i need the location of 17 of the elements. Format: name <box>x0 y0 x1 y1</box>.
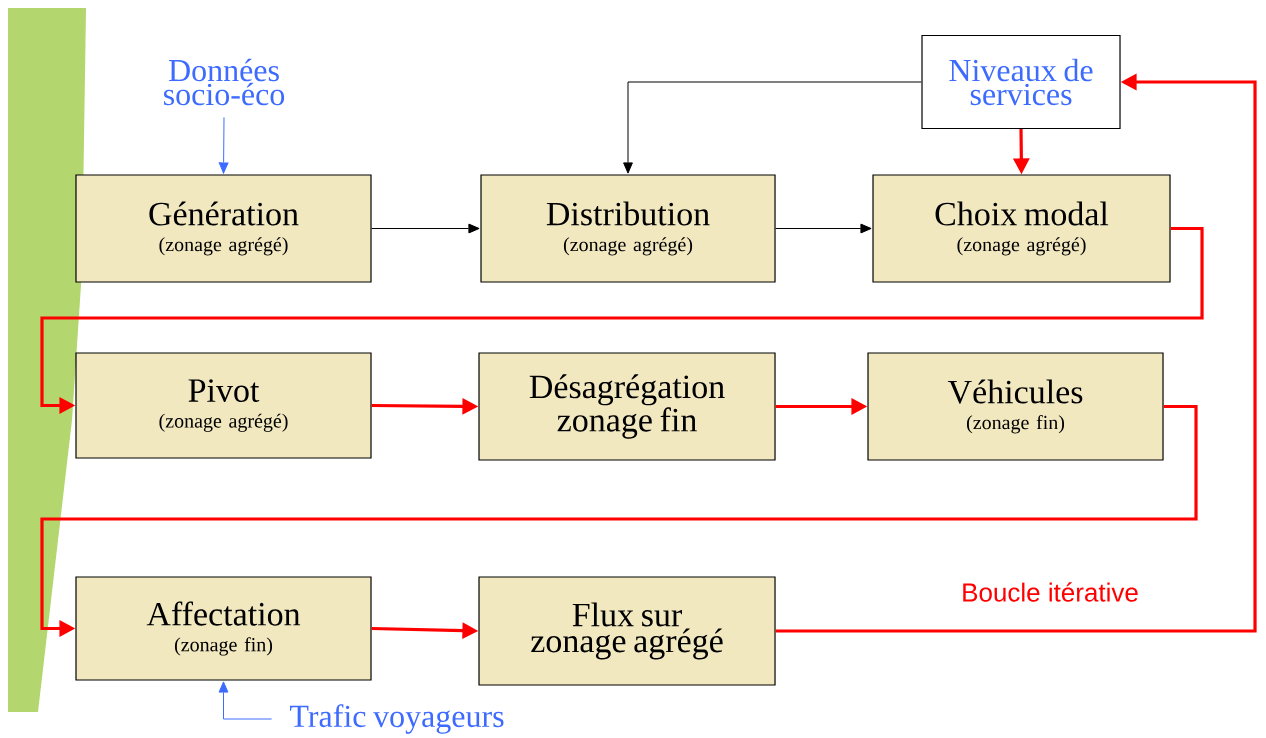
arrow <box>371 223 480 234</box>
process-box: Flux sur zonage agrégé <box>478 576 776 686</box>
process-box: Véhicules (zonage fin) <box>867 352 1164 461</box>
process-box: Choix modal (zonage agrégé) <box>872 174 1171 283</box>
input-text: Données socio-éco <box>164 58 285 106</box>
arrow <box>218 116 229 174</box>
process-box: Pivot (zonage agrégé) <box>75 352 372 459</box>
process-box: Génération (zonage agrégé) <box>75 174 372 283</box>
arrow <box>775 223 872 234</box>
input-box: Niveaux de services <box>921 34 1121 130</box>
process-box: Distribution (zonage agrégé) <box>480 174 776 283</box>
process-box: Affectation (zonage fin) <box>75 576 372 681</box>
process-box: Désagrégation zonage fin <box>478 352 776 461</box>
arrow <box>623 81 922 174</box>
arrow <box>218 681 273 720</box>
edge-label: Boucle itérative <box>959 580 1141 604</box>
input-text: Trafic voyageurs <box>290 704 504 734</box>
